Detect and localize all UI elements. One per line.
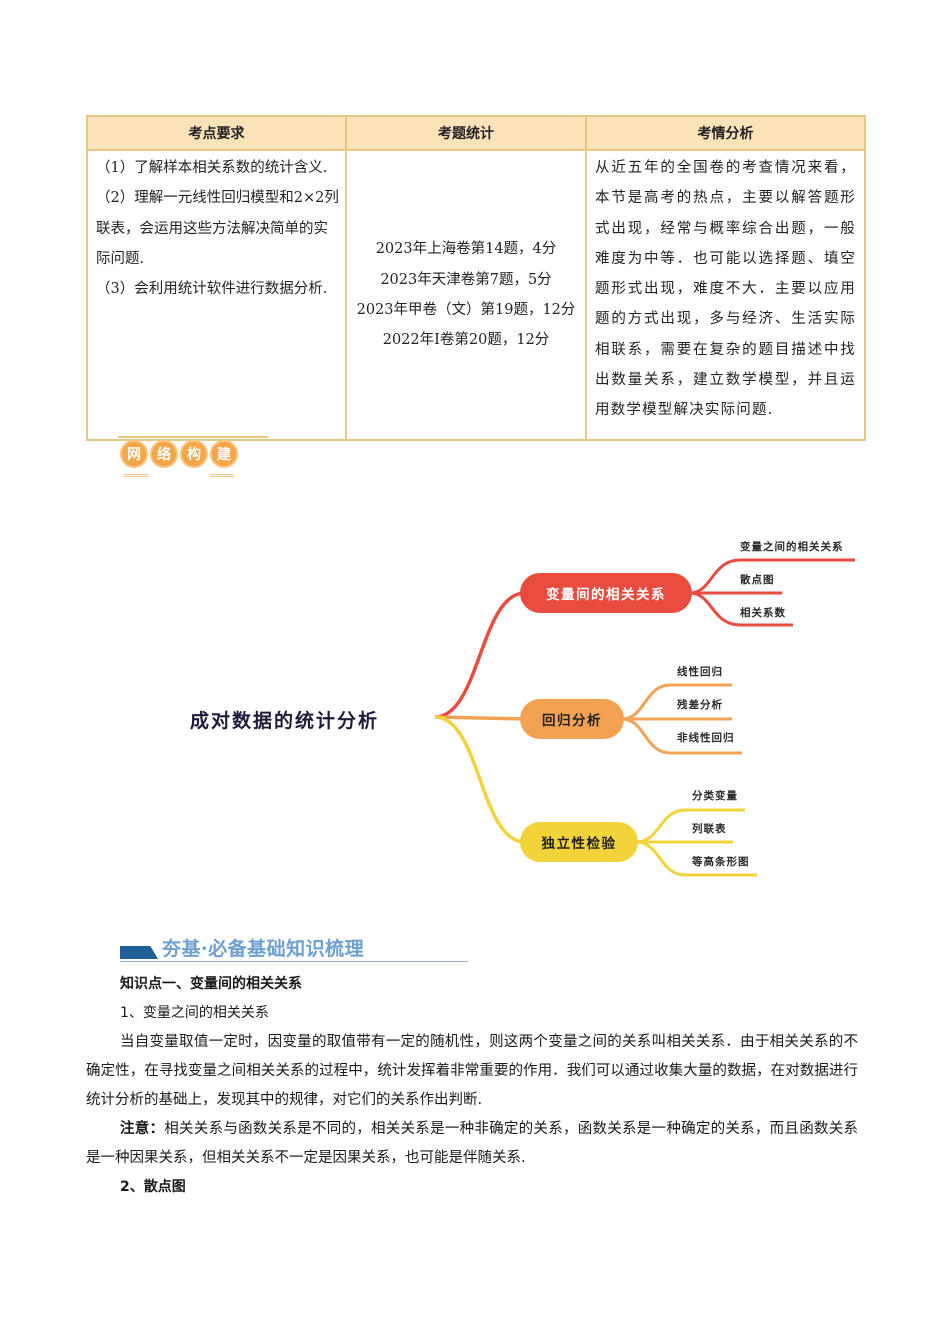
branch-independence-test: 独立性检验	[520, 822, 638, 862]
leaf-bar-chart: 等高条形图	[692, 856, 750, 868]
header-statistics: 考题统计	[345, 115, 587, 151]
stat-item: 2023年甲卷（文）第19题，12分	[356, 302, 576, 318]
badge-underline	[210, 474, 234, 477]
leaf-residual-analysis: 残差分析	[677, 699, 723, 711]
requirements-cell: （1）了解样本相关系数的统计含义. （2）理解一元线性回归模型和2×2列联表，会…	[86, 149, 347, 441]
branch-correlation: 变量间的相关关系	[520, 573, 692, 613]
mind-map: 成对数据的统计分析 变量间的相关关系 变量之间的相关关系 散点图 相关系数 回归…	[0, 520, 950, 900]
section-bar-icon	[120, 946, 158, 959]
note-label: 注意：	[120, 1121, 165, 1137]
table-header-row: 考点要求 考题统计 考情分析	[86, 115, 866, 151]
leaf-linear-regression: 线性回归	[677, 666, 723, 678]
requirement-item: （1）了解样本相关系数的统计含义.	[96, 160, 328, 176]
branch-regression: 回归分析	[520, 699, 624, 739]
document-body: 知识点一、变量间的相关关系 1、变量之间的相关关系 当自变量取值一定时，因变量的…	[86, 970, 858, 1202]
mind-map-connectors	[434, 558, 855, 877]
requirement-item: （3）会利用统计软件进行数据分析.	[96, 281, 328, 298]
mind-map-root: 成对数据的统计分析	[190, 710, 380, 732]
badge-char: 构	[180, 440, 208, 468]
requirement-item: （2）理解一元线性回归模型和2×2列联表，会运用这些方法解决简单的实际问题.	[96, 190, 339, 267]
section-header: 夯基·必备基础知识梳理	[120, 932, 468, 962]
leaf-variable-correlation: 变量之间的相关关系	[740, 541, 844, 553]
badge-divider	[118, 436, 268, 438]
badge-underline	[124, 474, 148, 477]
network-construction-badge: 网 络 构 建	[120, 440, 238, 468]
badge-char: 络	[150, 440, 178, 468]
statistics-cell: 2023年上海卷第14题，4分 2023年天津卷第7题，5分 2023年甲卷（文…	[345, 149, 587, 441]
leaf-nonlinear-regression: 非线性回归	[677, 732, 735, 744]
subsection-title: 1、变量之间的相关关系	[120, 1005, 269, 1021]
note-text: 相关关系与函数关系是不同的，相关关系是一种非确定的关系，函数关系是一种确定的关系…	[86, 1121, 858, 1166]
badge-char: 网	[120, 440, 148, 468]
leaf-correlation-coefficient: 相关系数	[740, 607, 786, 619]
stat-item: 2023年上海卷第14题，4分	[375, 241, 557, 258]
badge-char: 建	[210, 440, 238, 468]
paragraph: 当自变量取值一定时，因变量的取值带有一定的随机性，则这两个变量之间的关系叫相关关…	[86, 1034, 858, 1108]
leaf-scatter-plot: 散点图	[740, 574, 775, 586]
leaf-categorical-variable: 分类变量	[692, 790, 738, 802]
table-row: （1）了解样本相关系数的统计含义. （2）理解一元线性回归模型和2×2列联表，会…	[86, 149, 866, 441]
stat-item: 2023年天津卷第7题，5分	[380, 271, 552, 288]
knowledge-point-title: 知识点一、变量间的相关关系	[120, 976, 302, 992]
subsection-title: 2、散点图	[120, 1179, 186, 1195]
leaf-contingency-table: 列联表	[692, 823, 727, 835]
note-paragraph: 注意：相关关系与函数关系是不同的，相关关系是一种非确定的关系，函数关系是一种确定…	[86, 1115, 858, 1173]
header-analysis: 考情分析	[585, 115, 866, 151]
exam-table: 考点要求 考题统计 考情分析 （1）了解样本相关系数的统计含义. （2）理解一元…	[86, 115, 866, 441]
section-title: 夯基·必备基础知识梳理	[162, 938, 365, 960]
stat-item: 2022年I卷第20题，12分	[382, 332, 550, 349]
header-requirements: 考点要求	[86, 115, 347, 151]
analysis-cell: 从近五年的全国卷的考查情况来看，本节是高考的热点，主要以解答题形式出现，经常与概…	[585, 149, 866, 441]
